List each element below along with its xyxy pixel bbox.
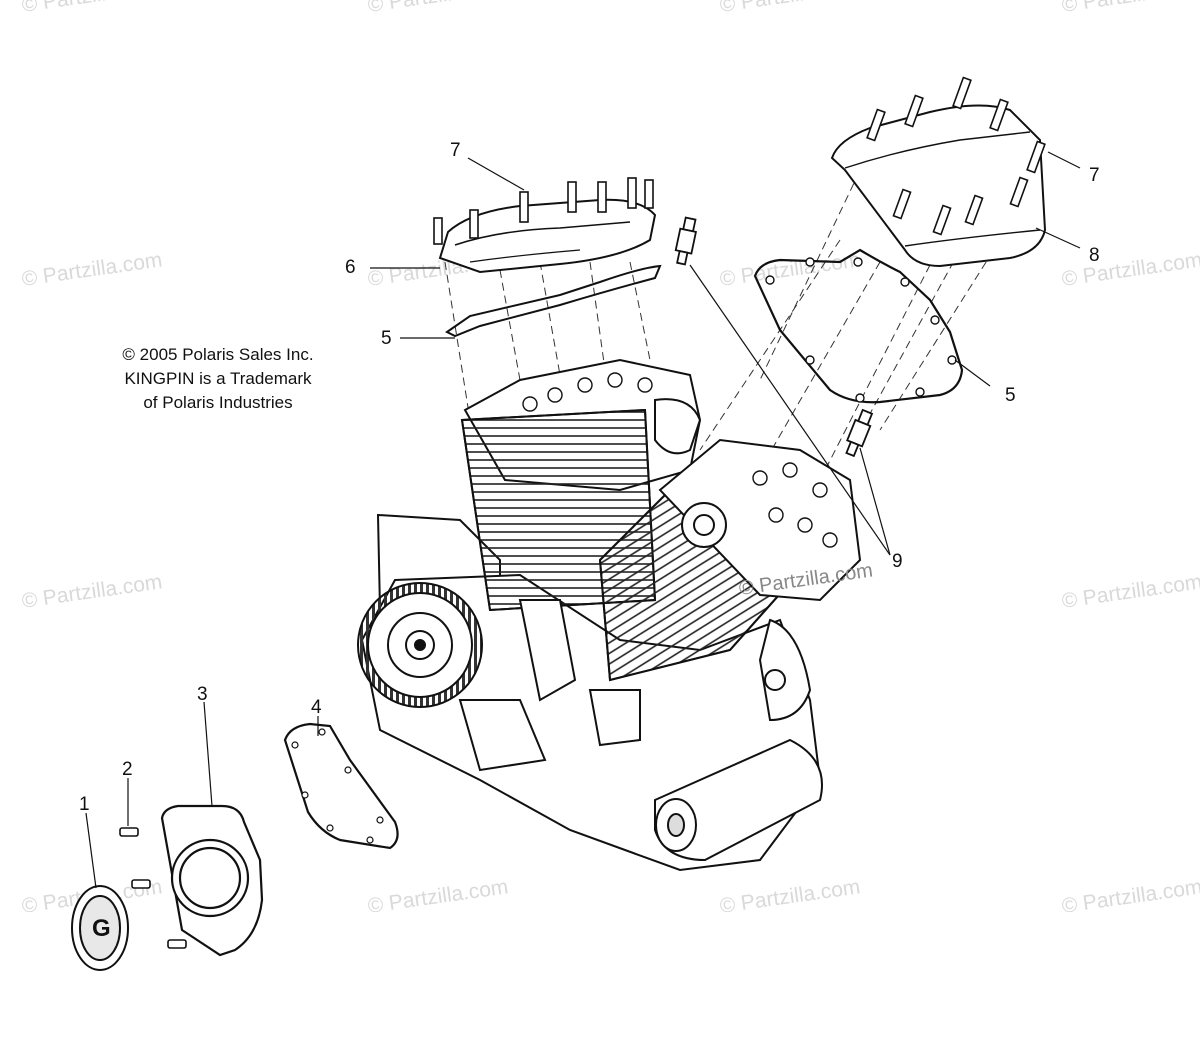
primary-cover [160,804,264,957]
callout-5-right: 5 [1005,385,1016,406]
callout-8: 8 [1089,245,1100,266]
spark-plug-lower [845,408,874,458]
right-rocker-cover [830,104,1047,268]
primary-gasket-holes [291,728,384,844]
callout-9: 9 [892,551,903,572]
callout-3: 3 [197,684,208,705]
leader-lines [85,151,1081,889]
callout-7-left: 7 [450,140,461,161]
engine-block [360,358,862,872]
primary-cover-gasket [283,722,399,850]
guide-lines [444,159,1001,481]
right-gasket-holes [765,257,957,403]
right-cover-bolts [866,76,1046,236]
callout-5-left: 5 [381,328,392,349]
copyright-line-2: KINGPIN is a Trademark [124,369,312,388]
copyright-line-1: © 2005 Polaris Sales Inc. [122,345,314,364]
callout-1: 1 [79,794,90,815]
svg-text:G: G [92,915,111,942]
left-cover-bolts [433,177,654,245]
copyright-line-3: of Polaris Industries [143,393,293,412]
left-gasket [445,264,662,338]
callout-2: 2 [122,759,133,780]
callout-4: 4 [311,697,322,718]
derby-badge: G [71,885,129,971]
copyright-notice: © 2005 Polaris Sales Inc. KINGPIN is a T… [68,343,368,415]
spark-plug-upper [674,216,698,266]
drive-sprocket [357,582,483,708]
callout-7-right: 7 [1089,165,1100,186]
callout-6: 6 [345,257,356,278]
cover-bolts [119,827,187,949]
